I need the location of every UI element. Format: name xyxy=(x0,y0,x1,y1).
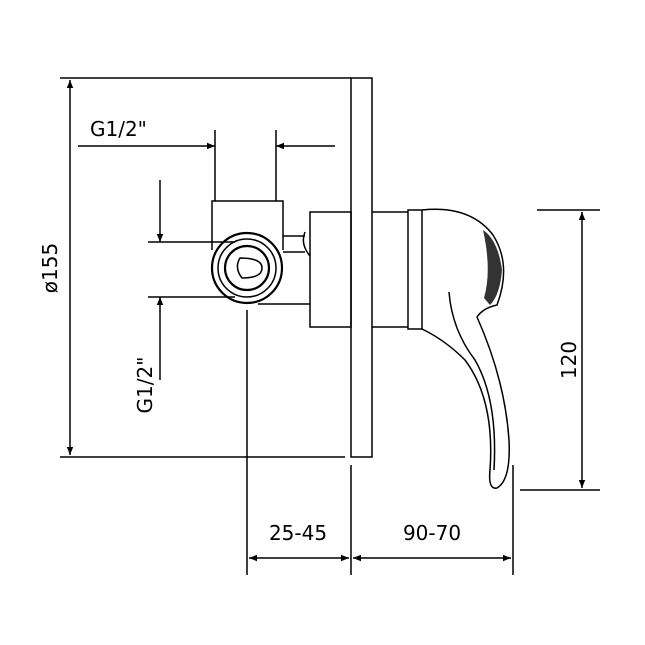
height-label: 120 xyxy=(557,341,581,379)
diameter-dimension: ø155 xyxy=(38,77,351,458)
inlet-fitting xyxy=(210,200,311,305)
inlet-top-dimension: G1/2" xyxy=(78,117,335,201)
inlet-top-label: G1/2" xyxy=(90,117,147,141)
height-dimension: 120 xyxy=(520,209,600,491)
diameter-label: ø155 xyxy=(38,243,62,293)
inlet-side-label: G1/2" xyxy=(133,357,157,414)
wall-depth-label: 25-45 xyxy=(269,521,327,545)
inlet-side-dimension: G1/2" xyxy=(133,180,235,413)
projection-label: 90-70 xyxy=(403,521,461,545)
depth-dimensions: 25-45 90-70 xyxy=(246,310,514,575)
lever-handle xyxy=(421,208,510,489)
valve-body xyxy=(309,209,423,330)
wall-plate xyxy=(350,77,373,458)
